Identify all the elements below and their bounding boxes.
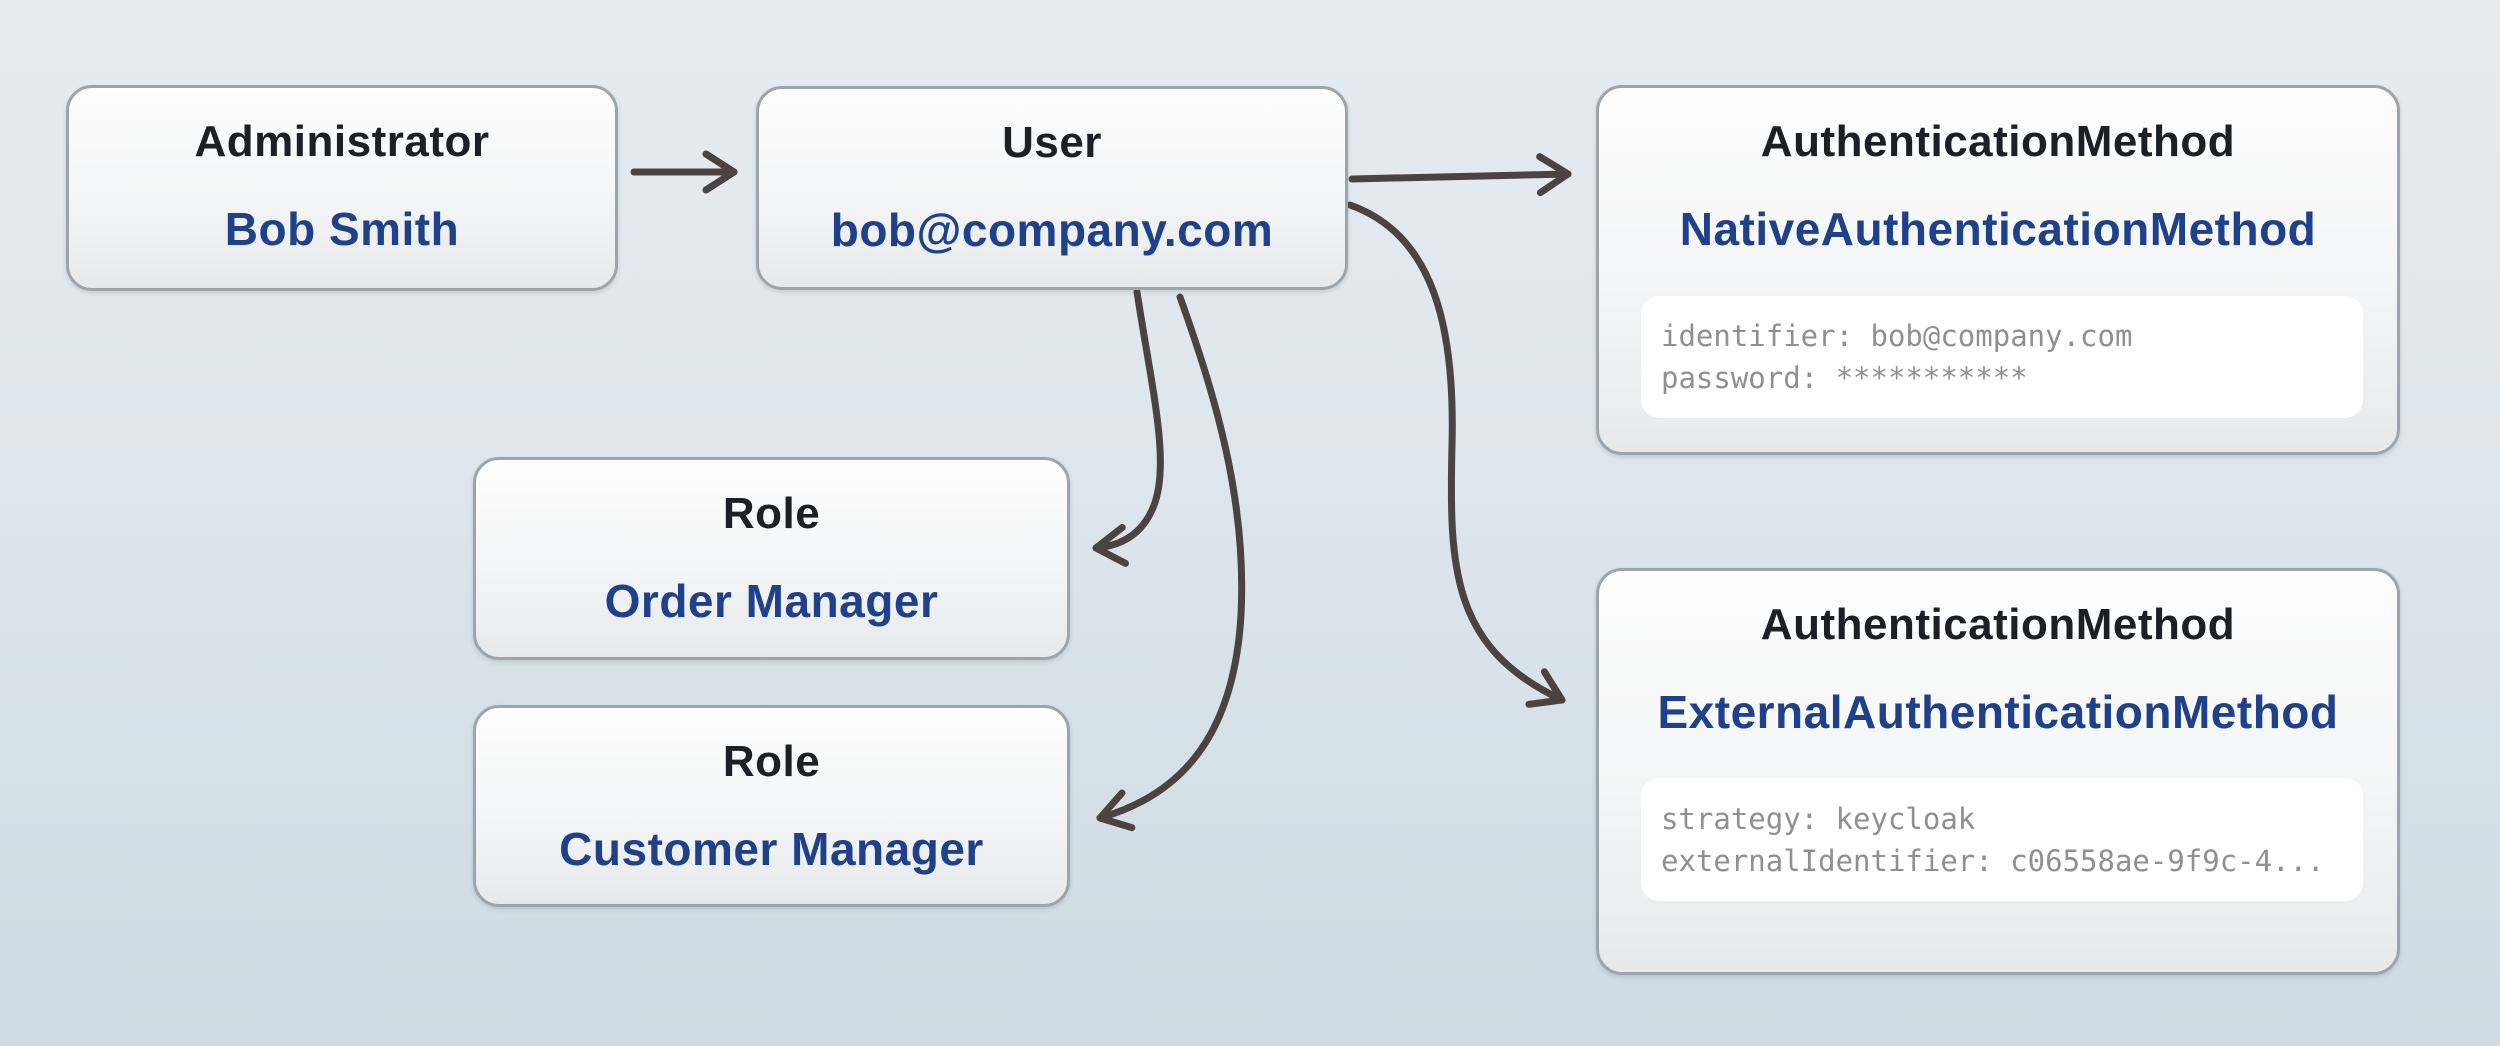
edge-user-to-external-auth-arrow	[1346, 201, 1566, 708]
administrator-type-label: Administrator	[194, 117, 490, 166]
native-auth-properties-panel: identifier: bob@company.com password: **…	[1641, 296, 2363, 418]
user-type-label: User	[1002, 118, 1102, 167]
node-native-authentication-method: AuthenticationMethod NativeAuthenticatio…	[1596, 85, 2400, 455]
native-auth-name-label: NativeAuthenticationMethod	[1679, 203, 2317, 255]
external-auth-type-label: AuthenticationMethod	[1760, 600, 2236, 649]
external-auth-identifier-property: externalIdentifier: c06558ae-9f9c-4...	[1661, 843, 2325, 878]
node-administrator: Administrator Bob Smith	[66, 85, 618, 291]
node-external-authentication-method: AuthenticationMethod ExternalAuthenticat…	[1596, 568, 2400, 975]
customer-role-type-label: Role	[722, 737, 821, 786]
user-email-label: bob@company.com	[830, 204, 1274, 256]
native-auth-password-property: password: ***********	[1661, 361, 2028, 395]
order-role-type-label: Role	[722, 489, 821, 538]
native-auth-type-label: AuthenticationMethod	[1760, 117, 2236, 166]
native-auth-identifier-property: identifier: bob@company.com	[1661, 319, 2133, 353]
node-role-order-manager: Role Order Manager	[473, 457, 1070, 660]
edge-user-to-customer-role-arrow	[1096, 293, 1246, 832]
administrator-name-label: Bob Smith	[224, 203, 460, 255]
customer-role-name-label: Customer Manager	[559, 823, 984, 875]
node-role-customer-manager: Role Customer Manager	[473, 705, 1070, 907]
edge-user-to-order-role-arrow	[1092, 288, 1164, 567]
external-auth-strategy-property: strategy: keycloak	[1661, 801, 1976, 836]
node-user: User bob@company.com	[756, 86, 1348, 290]
external-auth-properties-panel: strategy: keycloak externalIdentifier: c…	[1641, 778, 2363, 901]
edge-user-to-native-auth-arrow	[1348, 153, 1572, 197]
external-auth-name-label: ExternalAuthenticationMethod	[1657, 686, 2339, 738]
order-role-name-label: Order Manager	[604, 575, 939, 627]
